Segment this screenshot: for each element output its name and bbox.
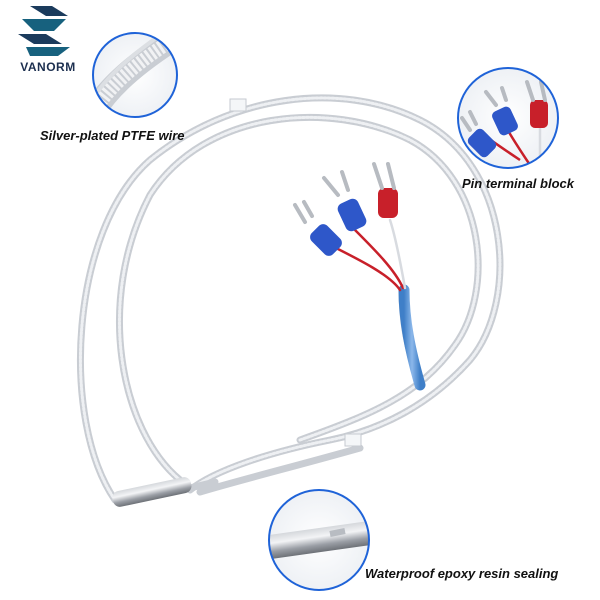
probe-tip-zoom-icon bbox=[268, 489, 370, 591]
lead-wires bbox=[328, 218, 407, 292]
wire-caption: Silver-plated PTFE wire bbox=[40, 128, 185, 143]
cable-tie bbox=[344, 433, 362, 447]
terminal-caption: Pin terminal block bbox=[462, 176, 574, 191]
terminal-blue-2 bbox=[322, 170, 367, 232]
terminal-zoom-icon bbox=[457, 67, 559, 169]
terminal-red bbox=[372, 162, 398, 218]
wire-zoom-icon bbox=[92, 32, 178, 118]
cable-tie bbox=[229, 98, 247, 112]
brand-name: VANORM bbox=[20, 60, 76, 74]
heat-shrink-sleeve bbox=[398, 284, 426, 391]
vanorm-logo-icon bbox=[18, 6, 70, 56]
steel-probe bbox=[112, 477, 219, 507]
sealing-caption: Waterproof epoxy resin sealing bbox=[365, 566, 559, 581]
ptfe-cable bbox=[77, 94, 504, 504]
terminal-blue-1 bbox=[293, 200, 342, 256]
